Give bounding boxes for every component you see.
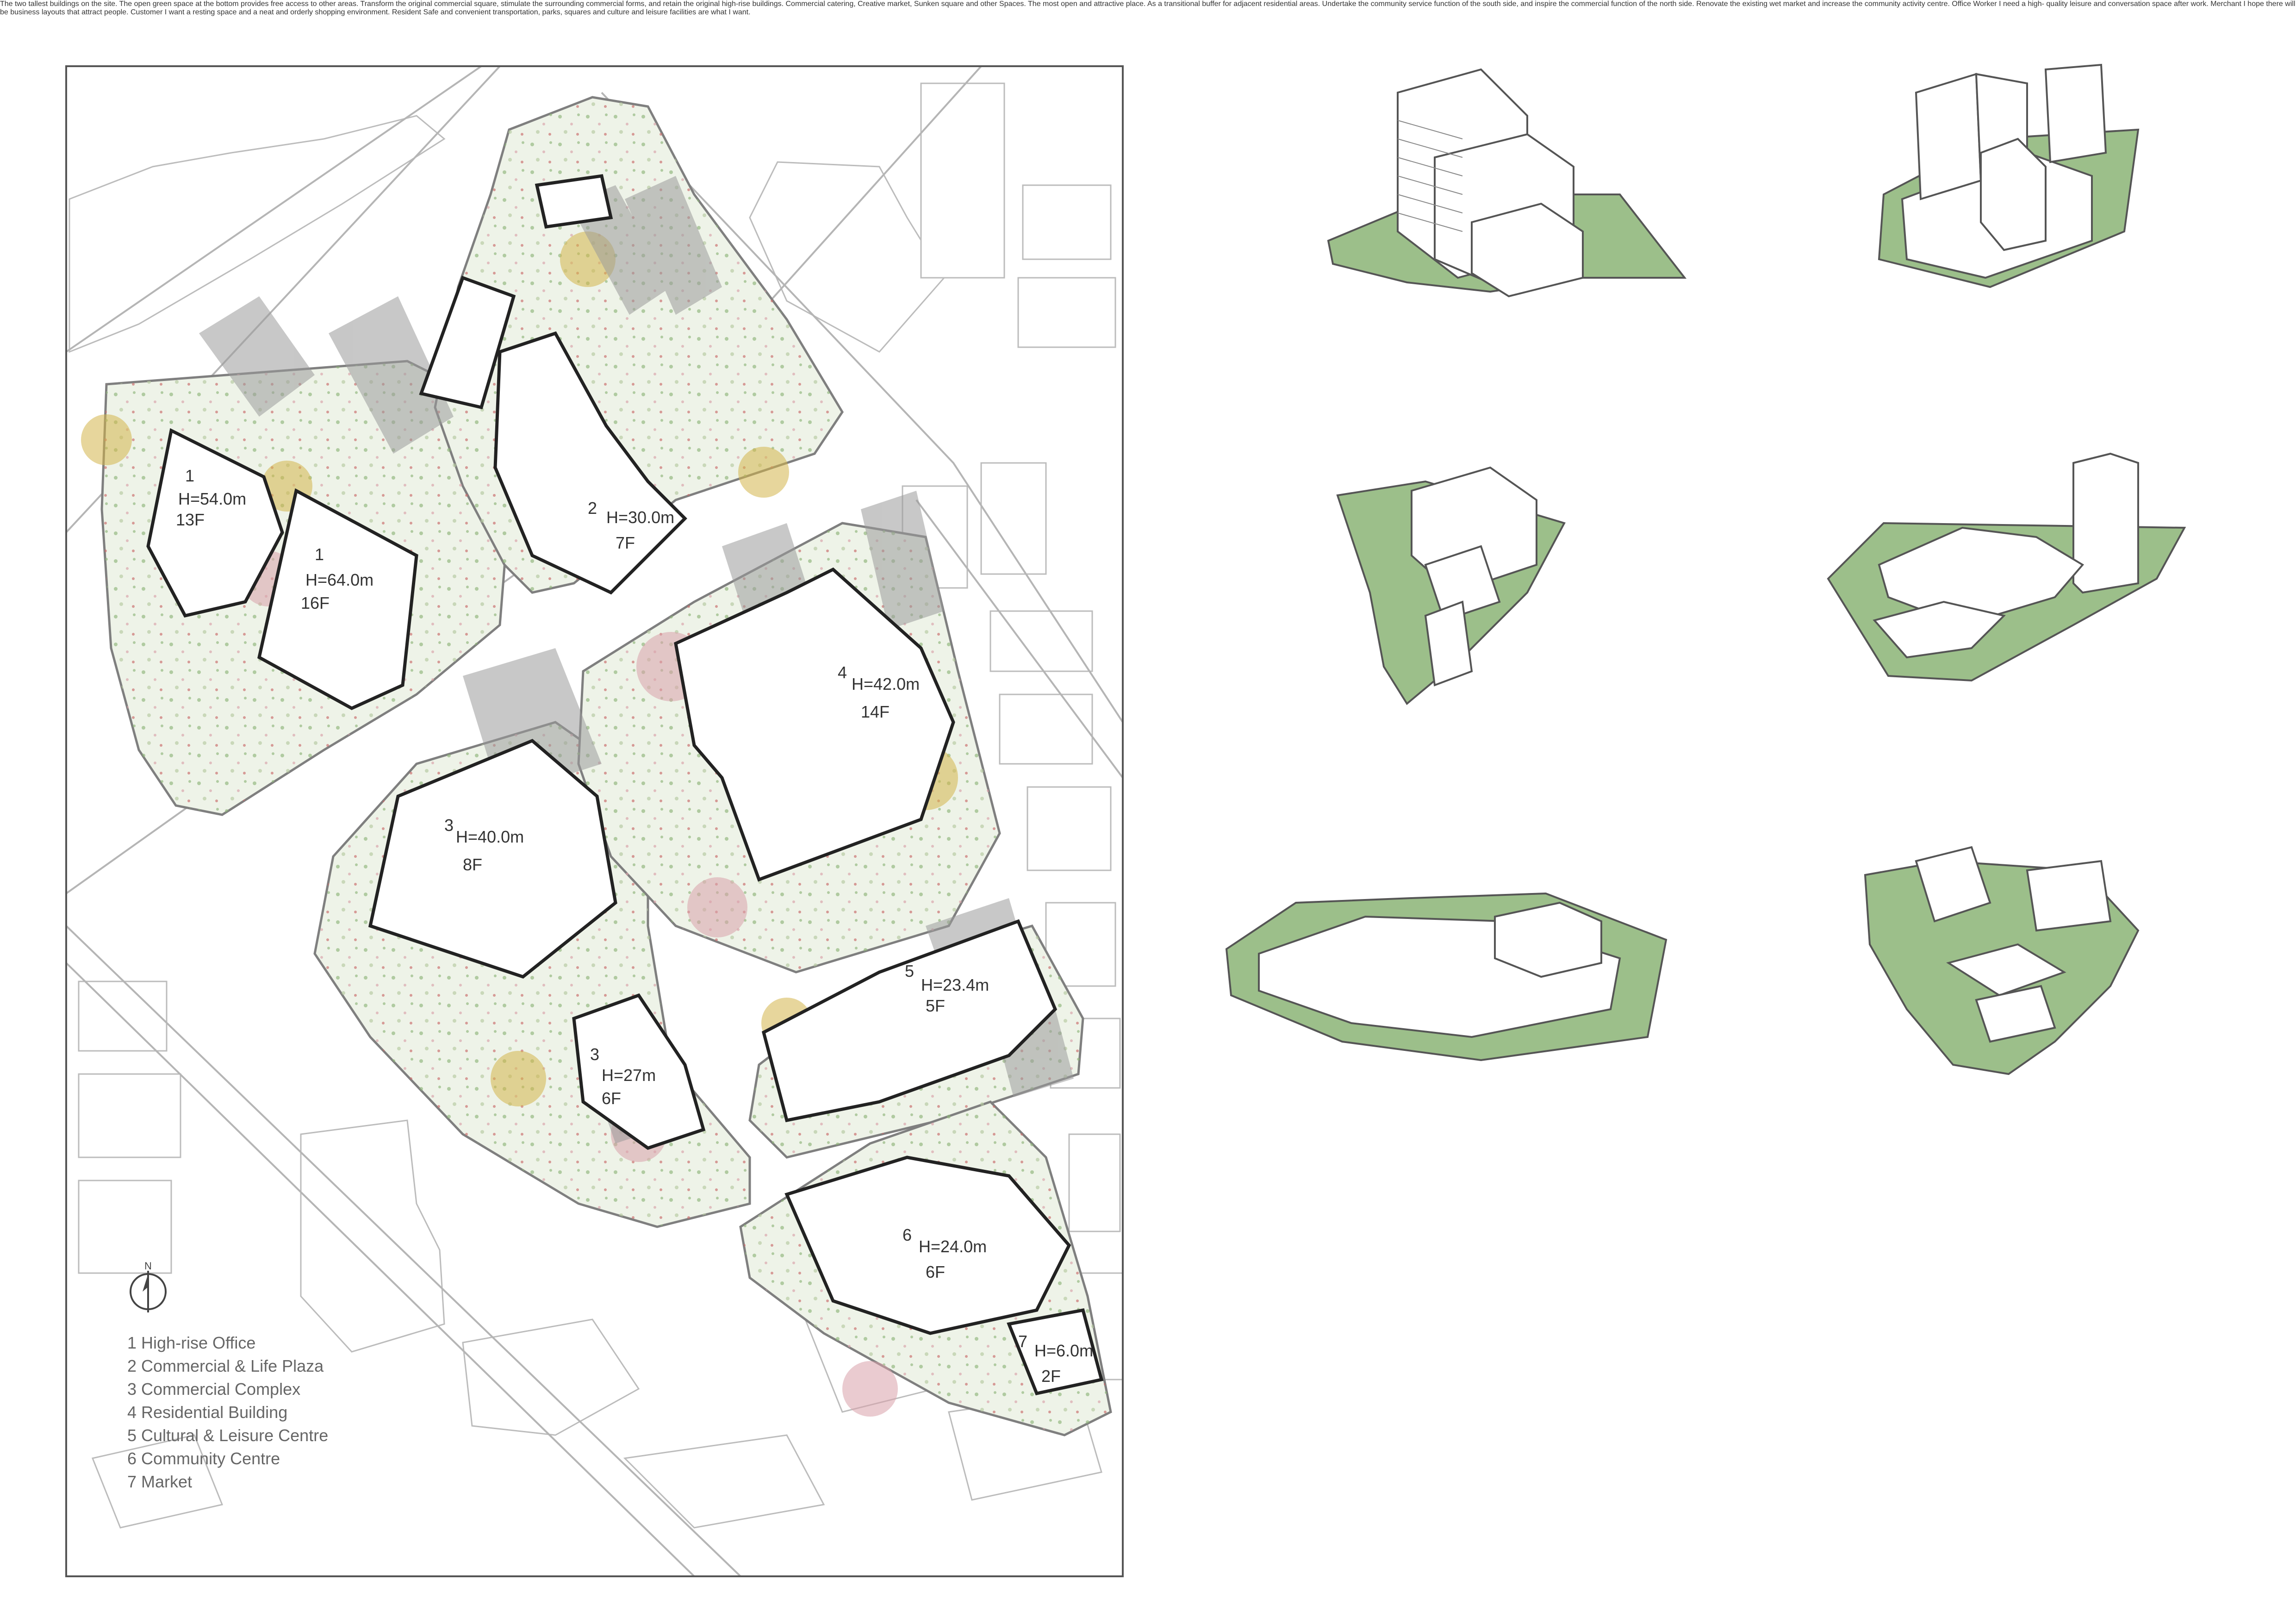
label-num-7: 7 <box>1018 1332 1027 1351</box>
persona-quote-0-line-0: I need a high- <box>1999 0 2044 8</box>
label-height-1b: H=64.0m <box>305 570 373 589</box>
label-floors-5: 5F <box>926 996 945 1015</box>
persona-resident: Resident Safe and convenient transportat… <box>392 8 751 16</box>
desc-6-line-2: community activity centre. <box>1864 0 1950 8</box>
desc-4-line-1: As a transitional buffer for adjacent re… <box>1147 0 1320 8</box>
persona-quote-2-line-4: environment. <box>347 8 390 16</box>
axonometric-6 <box>1864 846 2140 1075</box>
persona-quote-2-line-2: neat and orderly <box>259 8 313 16</box>
office-worker-avatar-icon: Office Worker I need a high- quality lei… <box>1952 0 2210 8</box>
buildings <box>146 174 1104 1396</box>
desc-2-line-2: surrounding commercial forms, and retain… <box>545 0 720 8</box>
persona-quote-3-line-4: are what I want. <box>698 8 751 16</box>
legend-item-4: 4 Residential Building <box>127 1403 288 1422</box>
persona-quote-2-line-3: shopping <box>315 8 345 16</box>
persona-name-office-worker: Office Worker <box>1952 0 1997 8</box>
label-floors-1b: 16F <box>301 593 330 612</box>
label-floors-3a: 8F <box>463 855 482 874</box>
label-height-6: H=24.0m <box>919 1237 987 1256</box>
site-plan-frame <box>65 65 1124 1577</box>
label-height-7: H=6.0m <box>1034 1341 1093 1360</box>
label-num-3b: 3 <box>590 1045 599 1064</box>
persona-quote-3-line-1: transportation, parks, <box>492 8 563 16</box>
legend-item-2: 2 Commercial & Life Plaza <box>127 1356 324 1375</box>
persona-merchant: Merchant I hope there will be business l… <box>0 0 2295 16</box>
label-num-6: 6 <box>902 1225 912 1244</box>
customer-avatar-icon: Customer I want a resting space and a ne… <box>131 8 392 16</box>
persona-quote-2-line-0: I want a resting <box>164 8 215 16</box>
axonometric-1 <box>1327 68 1687 298</box>
axonometric-4 <box>1827 452 2186 682</box>
persona-quote-3-line-2: squares and culture <box>564 8 630 16</box>
resident-avatar-icon: Resident Safe and convenient transportat… <box>392 8 751 16</box>
label-num-2: 2 <box>588 499 597 518</box>
label-height-1a: H=54.0m <box>178 489 246 508</box>
desc-3-line-2: other Spaces. The most open and attracti… <box>980 0 1146 8</box>
persona-quote-0-line-1: quality leisure <box>2046 0 2092 8</box>
north-arrow: N <box>130 1260 167 1312</box>
north-label: N <box>144 1260 152 1272</box>
desc-1-line-1: The two tallest buildings on the site. T… <box>0 0 193 8</box>
legend-item-5: 5 Cultural & Leisure Centre <box>127 1426 329 1445</box>
building-labels: 1 H=54.0m 13F 1 H=64.0m 16F 2 H=30.0m 7F… <box>176 466 1093 1386</box>
merchant-avatar-icon: Merchant I hope there will be business l… <box>0 0 2295 16</box>
label-num-1b: 1 <box>315 545 324 564</box>
label-height-5: H=23.4m <box>921 975 989 994</box>
label-floors-1a: 13F <box>176 510 205 529</box>
persona-quote-1-line-2: layouts that <box>41 8 80 16</box>
legend-item-1: 1 High-rise Office <box>127 1333 256 1352</box>
desc-3-line-1: Commercial catering, Creative market, Su… <box>785 0 978 8</box>
legend-item-6: 6 Community Centre <box>127 1449 280 1468</box>
persona-quote-2-line-1: space and a <box>217 8 257 16</box>
persona-quote-1-line-0: I hope there <box>2243 0 2283 8</box>
legend-item-3: 3 Commercial Complex <box>127 1380 301 1399</box>
desc-5-line-2: side, and inspire the commercial functio… <box>1503 0 1694 8</box>
label-height-3b: H=27m <box>602 1066 656 1085</box>
persona-office-worker: Office Worker I need a high- quality lei… <box>1952 0 2210 8</box>
axonometric-5 <box>1225 892 1668 1062</box>
label-num-1a: 1 <box>185 466 194 485</box>
persona-quote-1-line-1: will be business <box>0 0 2296 16</box>
axonometric-3 <box>1336 466 1566 706</box>
axonometric-2 <box>1878 63 2140 288</box>
label-floors-3b: 6F <box>602 1089 621 1108</box>
label-floors-6: 6F <box>926 1262 945 1281</box>
desc-2-line-1: Transform the original commercial square… <box>360 0 543 8</box>
site-plan: 1 H=54.0m 13F 1 H=64.0m 16F 2 H=30.0m 7F… <box>66 66 1123 1576</box>
persona-name-customer: Customer <box>130 8 163 16</box>
desc-1-line-2: at the bottom provides free access to ot… <box>195 0 359 8</box>
label-floors-4: 14F <box>861 702 890 721</box>
persona-quote-3-line-3: and leisure facilities <box>631 8 697 16</box>
persona-name-resident: Resident <box>392 8 421 16</box>
label-floors-2: 7F <box>616 533 635 552</box>
persona-customer: Customer I want a resting space and a ne… <box>131 8 392 16</box>
persona-name-merchant: Merchant <box>2210 0 2241 8</box>
label-height-2: H=30.0m <box>606 508 674 527</box>
persona-quote-1-line-3: attract people. <box>81 8 129 16</box>
label-num-3a: 3 <box>444 816 454 835</box>
label-height-3a: H=40.0m <box>456 827 524 846</box>
label-height-4: H=42.0m <box>852 675 920 693</box>
desc-5-line-1: Undertake the community service function… <box>1322 0 1501 8</box>
label-num-5: 5 <box>905 962 914 981</box>
desc-2-line-3: high-rise buildings. <box>722 0 784 8</box>
label-floors-7: 2F <box>1041 1367 1061 1386</box>
persona-quote-0-line-3: space after work. <box>2152 0 2209 8</box>
axonometric-descriptions: The two tallest buildings on the site. T… <box>0 0 1952 8</box>
legend-item-7: 7 Market <box>127 1472 193 1491</box>
persona-quote-0-line-2: and conversation <box>2093 0 2150 8</box>
persona-quote-3-line-0: Safe and convenient <box>423 8 491 16</box>
label-num-4: 4 <box>838 663 847 682</box>
desc-6-line-1: Renovate the existing wet market and inc… <box>1696 0 1863 8</box>
